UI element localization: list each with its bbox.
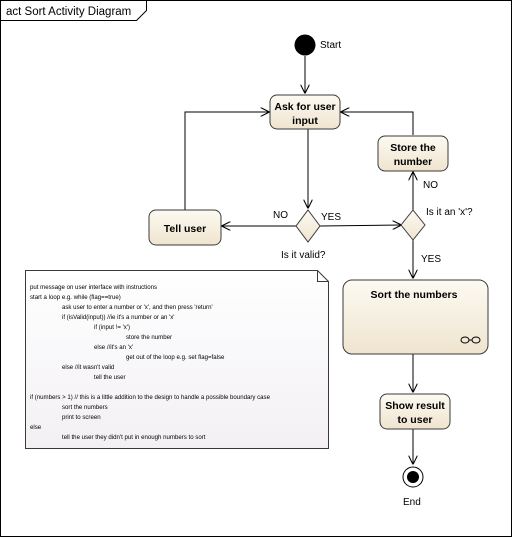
initial-node <box>294 34 316 56</box>
note-line: if (isValid(input)) //ie it's a number o… <box>62 314 174 321</box>
edge-valid-to-isx <box>319 225 401 226</box>
pseudocode-note <box>25 270 329 449</box>
end-label: End <box>403 497 421 508</box>
label-is-it-valid: Is it valid? <box>281 250 326 261</box>
frame-title-tab <box>0 0 147 21</box>
start-label: Start <box>320 40 341 51</box>
note-line: if (numbers > 1) // this is a little add… <box>30 394 271 401</box>
decision-is-valid <box>295 209 321 243</box>
svg-text:Show result: Show result <box>385 400 445 412</box>
edge-store-to-ask <box>341 112 414 135</box>
action-sort-the-numbers: Sort the numbers <box>342 279 489 355</box>
label-no-not-x: NO <box>423 180 438 191</box>
note-line: if (input != 'x') <box>94 324 130 331</box>
note-line: store the number <box>126 334 172 341</box>
svg-text:input: input <box>292 115 318 127</box>
note-line: tell the user they didn't put in enough … <box>62 434 206 441</box>
label-yes-valid: YES <box>321 212 341 223</box>
note-line: sort the numbers <box>62 404 108 411</box>
svg-text:Tell user: Tell user <box>164 223 206 235</box>
note-line: get out of the loop e.g. set flag=false <box>126 354 225 361</box>
note-line: print to screen <box>62 414 101 421</box>
svg-text:Ask for user: Ask for user <box>274 101 335 113</box>
note-fold <box>317 270 329 282</box>
note-line: else <box>30 424 42 431</box>
action-tell-user: Tell user <box>148 209 222 246</box>
note-line: put message on user interface with instr… <box>30 284 157 291</box>
action-store-the-number: Store the number <box>377 135 449 172</box>
final-node <box>407 471 419 483</box>
svg-text:Store the: Store the <box>390 142 436 154</box>
note-line: else //it's an 'x' <box>94 344 133 351</box>
edge-tell-to-ask <box>184 112 269 210</box>
note-line: start a loop e.g. while (flag==true) <box>30 294 121 301</box>
label-no-invalid: NO <box>273 210 288 221</box>
svg-text:Sort the numbers: Sort the numbers <box>371 289 458 301</box>
frame-title: act Sort Activity Diagram <box>6 6 131 18</box>
note-line: ask user to enter a number or 'x', and t… <box>62 304 213 311</box>
note-line: else //it wasn't valid <box>62 364 114 371</box>
action-ask-for-user-input: Ask for user input <box>269 94 341 130</box>
note-text: put message on user interface with instr… <box>30 284 271 441</box>
note-line: tell the user <box>94 374 126 381</box>
action-show-result-to-user: Show result to user <box>379 393 451 430</box>
label-is-it-an-x: Is it an 'x'? <box>426 207 473 218</box>
decision-is-x <box>400 209 426 241</box>
subactivity-icon <box>460 336 481 344</box>
svg-text:to user: to user <box>397 414 432 426</box>
label-yes-is-x: YES <box>421 254 441 265</box>
svg-text:number: number <box>394 156 433 168</box>
